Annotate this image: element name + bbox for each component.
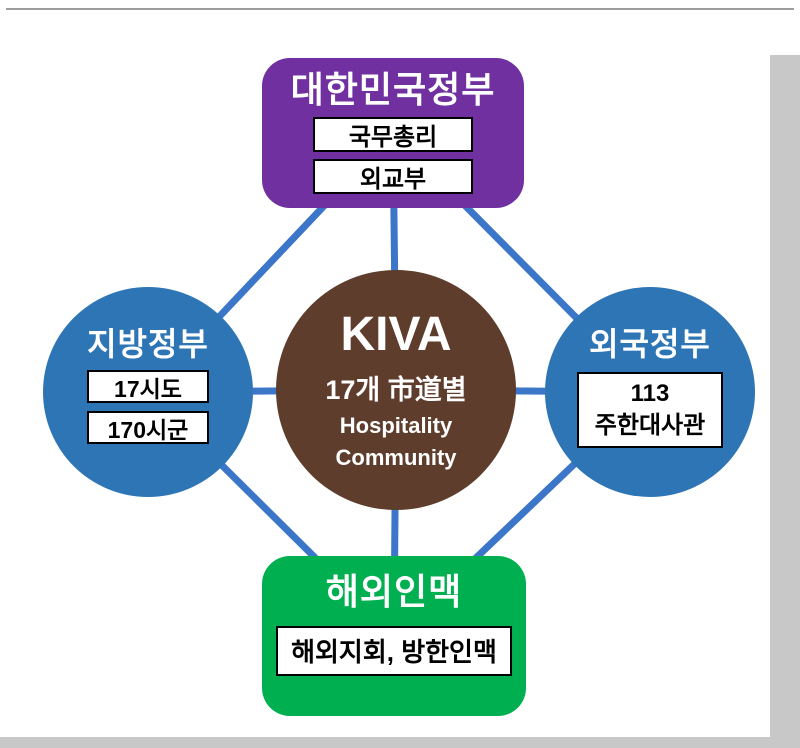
kiva-subtitle: 17개 市道별 [325, 375, 467, 406]
node-local-government: 지방정부 17시도 170시군 [43, 287, 253, 497]
node-local-government-title: 지방정부 [87, 326, 209, 362]
kiva-title: KIVA [340, 308, 452, 361]
item-113-embassies: 113 주한대사관 [577, 372, 723, 449]
item-170-cities: 170시군 [87, 411, 209, 445]
node-korean-government: 대한민국정부 국무총리 외교부 [262, 58, 524, 208]
node-overseas-network-title: 해외인맥 [325, 571, 463, 612]
kiva-hospitality-line: Hospitality [339, 413, 453, 439]
node-foreign-government: 외국정부 113 주한대사관 [545, 287, 755, 497]
item-foreign-ministry: 외교부 [313, 158, 473, 194]
item-overseas-chapters: 해외지회, 방한인맥 [276, 625, 512, 676]
embassies-count: 113 [630, 379, 670, 407]
node-korean-government-title: 대한민국정부 [290, 69, 496, 110]
item-17-provinces: 17시도 [87, 370, 209, 404]
page-bottom-margin [0, 737, 770, 748]
node-overseas-network: 해외인맥 해외지회, 방한인맥 [262, 556, 526, 716]
page-top-border [6, 8, 794, 10]
node-foreign-government-title: 외국정부 [589, 326, 711, 362]
item-prime-minister: 국무총리 [313, 116, 473, 152]
page-right-margin [770, 55, 800, 748]
kiva-community-line: Community [335, 445, 457, 471]
embassies-label: 주한대사관 [594, 412, 706, 440]
node-kiva-center: KIVA 17개 市道별 Hospitality Community [276, 270, 516, 510]
